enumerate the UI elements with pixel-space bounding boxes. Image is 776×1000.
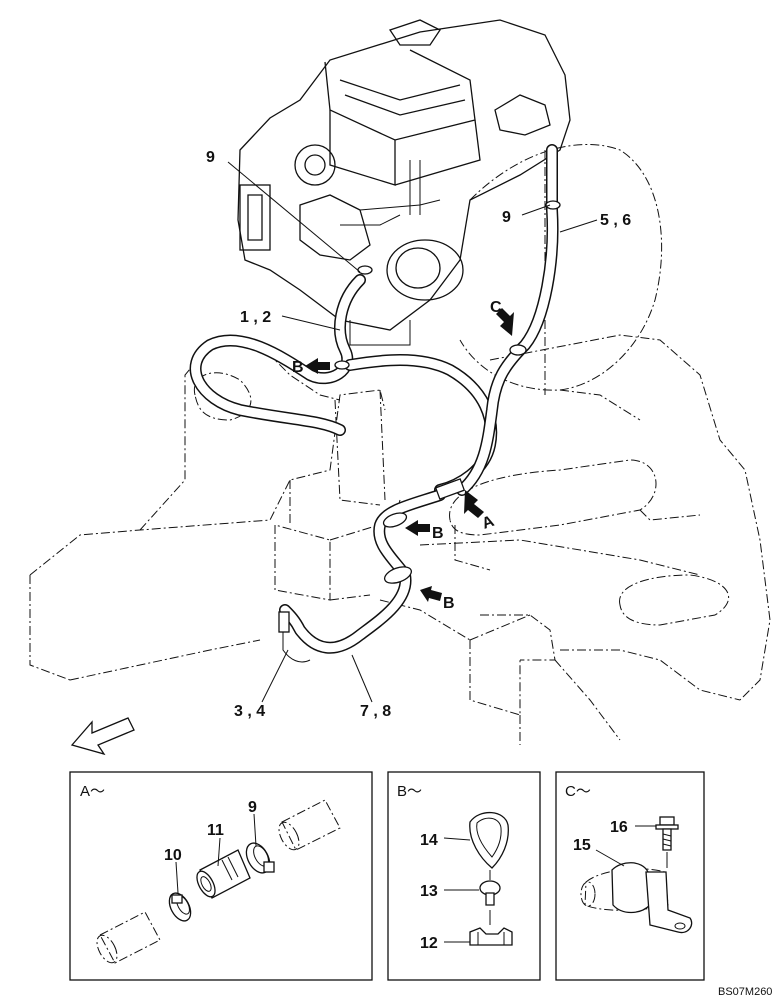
- front-direction-arrow-icon: [70, 717, 135, 756]
- view-arrow-c: [496, 308, 514, 336]
- detail-c-title: C～: [565, 783, 591, 800]
- rivet-13: [479, 870, 501, 906]
- view-arrow-b-upper: [305, 358, 330, 374]
- hose-clamp-9: [245, 842, 275, 874]
- view-label-b-lower: B: [443, 595, 455, 612]
- bracket-clamp-15: [611, 862, 693, 934]
- detail-a-callout-10: 10: [164, 847, 182, 864]
- detail-a-callout-11: 11: [207, 822, 224, 839]
- callout-7-8: 7 , 8: [360, 703, 391, 720]
- detail-c-callout-16: 16: [610, 819, 628, 836]
- flywheel-housing-outline: [459, 144, 663, 395]
- view-arrow-b-lower: [420, 586, 442, 602]
- view-arrow-a: [464, 490, 484, 518]
- detail-panel-c: C～ 16 15: [555, 771, 705, 981]
- pipe-end-left: [96, 911, 161, 964]
- bolt-16: [655, 816, 679, 868]
- detail-c-callout-15: 15: [573, 837, 591, 854]
- view-arrow-b-middle: [405, 520, 430, 536]
- callout-1-2: 1 , 2: [240, 309, 271, 326]
- detail-b-callout-12: 12: [420, 935, 438, 952]
- detail-a-title: A～: [80, 783, 105, 800]
- callout-3-4: 3 , 4: [234, 703, 265, 720]
- clip-base-12: [469, 910, 513, 946]
- engine-block: [237, 19, 571, 346]
- view-label-c: C: [490, 299, 502, 316]
- callout-9-left: 9: [206, 149, 215, 166]
- view-label-a: A: [480, 513, 497, 533]
- hose-clip-14: [469, 811, 509, 869]
- detail-b-callout-14: 14: [420, 832, 438, 849]
- hose-5-6: [456, 144, 559, 496]
- callout-9-right: 9: [502, 209, 511, 226]
- hose-7-8: [279, 489, 446, 654]
- view-label-b-middle: B: [432, 525, 444, 542]
- detail-b-callout-13: 13: [420, 883, 438, 900]
- frame-outline: [29, 334, 771, 745]
- detail-b-title: B～: [397, 783, 422, 800]
- view-label-b-upper: B: [292, 359, 304, 376]
- leader-lines: [227, 161, 598, 703]
- pipe-connector-11: [196, 849, 251, 899]
- hose-1-2-lower: [344, 354, 498, 496]
- pipe-end-right: [278, 799, 341, 851]
- hose-3-4: [278, 611, 311, 663]
- callout-5-6: 5 , 6: [600, 212, 631, 229]
- detail-panel-b: B～ 14 13 12: [387, 771, 541, 981]
- hose-1-2: [189, 274, 366, 436]
- hose-clamp-10: [168, 892, 192, 922]
- detail-panel-a: A～ 10: [69, 771, 373, 981]
- drawing-code: BS07M260: [718, 986, 772, 998]
- detail-a-callout-9: 9: [248, 799, 257, 816]
